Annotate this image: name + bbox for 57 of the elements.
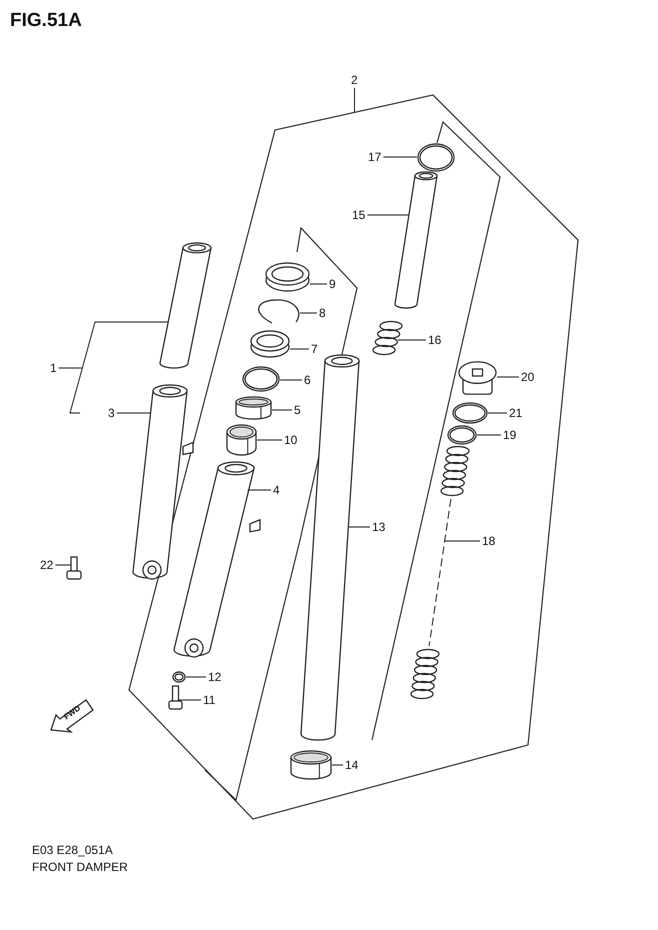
callout-number: 20: [521, 370, 534, 384]
leader-line: [444, 540, 480, 542]
ring-drawing: [290, 750, 332, 780]
washer-drawing: [172, 671, 186, 683]
callout-number: 21: [509, 406, 522, 420]
leader-line: [366, 214, 410, 216]
inner-tube-drawing: [300, 355, 360, 740]
leader-line: [348, 526, 370, 528]
leader-line: [332, 764, 344, 766]
callout-number: 1: [50, 361, 57, 375]
leader-line: [496, 376, 520, 378]
leader-line: [186, 676, 206, 678]
callout-number: 8: [319, 306, 326, 320]
seal-drawing: [265, 262, 310, 292]
callout-number: 11: [203, 693, 216, 707]
leader-line: [354, 88, 355, 112]
ring-drawing: [417, 143, 455, 172]
figure-caption: FRONT DAMPER: [32, 860, 128, 874]
bushing-drawing: [226, 424, 257, 456]
spring-drawing: [410, 445, 470, 700]
figure-title: FIG.51A: [10, 10, 82, 32]
bushing-drawing: [235, 396, 272, 420]
seal-drawing: [250, 330, 290, 358]
callout-number: 3: [108, 406, 115, 420]
leader-line: [290, 348, 310, 350]
callout-number: 13: [372, 520, 386, 534]
callout-number: 7: [311, 342, 318, 356]
callout-number: 16: [428, 333, 442, 347]
leader-line: [116, 412, 151, 414]
leader-line: [54, 564, 72, 566]
leader-line: [58, 322, 169, 414]
callout-number: 19: [503, 428, 516, 442]
leader-line: [476, 434, 502, 436]
leader-line: [300, 312, 318, 314]
leader-line: [382, 156, 418, 158]
callout-number: 12: [208, 670, 222, 684]
callout-number: 5: [294, 403, 301, 417]
callout-number: 14: [345, 758, 358, 772]
cap-bolt-drawing: [458, 360, 497, 396]
drawing-code: E03 E28_051A: [32, 843, 113, 857]
o-ring-drawing: [452, 402, 488, 424]
ring-drawing: [447, 425, 477, 445]
callout-number: 2: [351, 73, 358, 87]
callout-number: 18: [482, 534, 496, 548]
bolt-drawing: [66, 556, 82, 580]
ring-drawing: [242, 366, 280, 392]
callout-number: 17: [368, 150, 382, 164]
leader-line: [488, 412, 508, 414]
callout-number: 22: [40, 558, 54, 572]
callout-number: 10: [284, 433, 298, 447]
callout-number: 4: [273, 483, 280, 497]
spring-drawing: [372, 320, 403, 356]
callout-number: 9: [329, 277, 336, 291]
bolt-drawing: [168, 685, 183, 710]
callout-number: 15: [352, 208, 366, 222]
callout-number: 6: [304, 373, 311, 387]
arrow-label: FWD: [62, 704, 82, 722]
